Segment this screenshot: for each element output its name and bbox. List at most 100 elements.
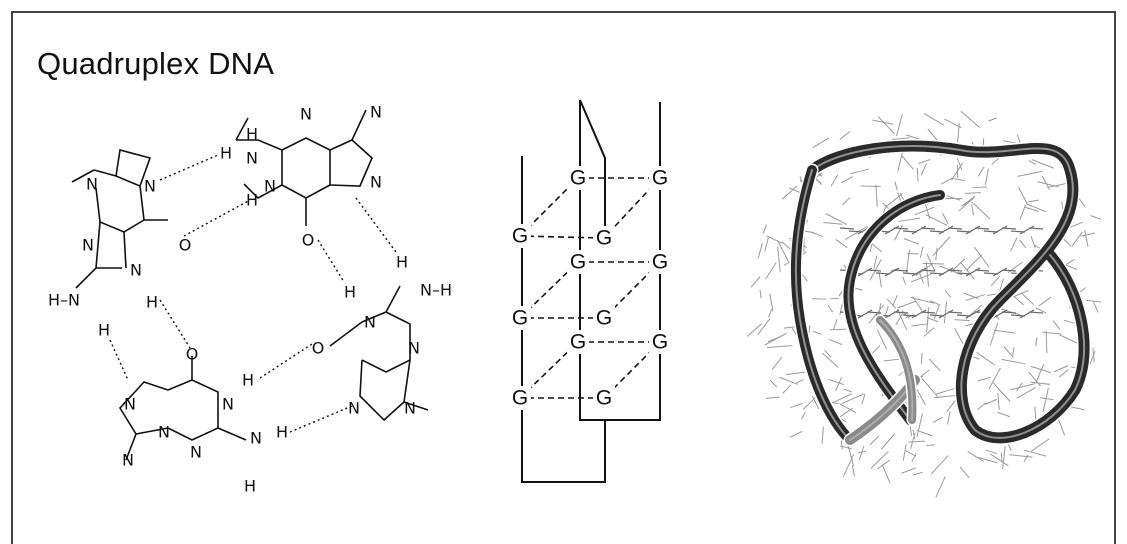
- stick: [1010, 237, 1018, 252]
- stick: [845, 225, 868, 241]
- tetrad-plane-stick: [911, 309, 927, 319]
- stick: [976, 351, 996, 366]
- g-bg: [649, 166, 671, 190]
- stick: [894, 224, 903, 241]
- stick: [895, 313, 903, 326]
- stick: [918, 159, 931, 164]
- tetrad-plane-stick: [884, 267, 900, 277]
- g-bg: [509, 306, 531, 330]
- stick: [972, 186, 988, 189]
- guanine-1-0: G: [570, 251, 586, 274]
- stick: [1086, 299, 1102, 303]
- stick: [779, 376, 798, 385]
- stick: [920, 352, 923, 365]
- ring-top-6: [281, 137, 331, 199]
- atom-label-7: H: [246, 191, 258, 210]
- stick: [930, 455, 949, 475]
- stick: [1002, 446, 1006, 470]
- figure-title: Quadruplex DNA: [37, 46, 275, 81]
- atom-label-10: N: [144, 177, 156, 196]
- stick: [1016, 387, 1036, 399]
- guanine-2-2: G: [596, 387, 612, 410]
- h-bond-7: [289, 405, 353, 433]
- stick: [911, 453, 917, 462]
- stick: [933, 304, 940, 320]
- stick: [766, 345, 793, 348]
- stick: [1010, 383, 1036, 391]
- stick: [912, 429, 916, 440]
- stick: [935, 476, 946, 498]
- tetrad-plane-stick: [938, 267, 954, 277]
- stick: [1009, 454, 1033, 458]
- stick: [769, 379, 778, 388]
- stick: [898, 217, 920, 222]
- hydrogen-bonds: [109, 154, 397, 433]
- stick: [977, 376, 992, 382]
- guanine-1-2: G: [596, 307, 612, 330]
- stick: [954, 328, 965, 346]
- ring-right-6: [361, 311, 411, 373]
- stick: [829, 339, 843, 345]
- g-bg: [567, 166, 589, 190]
- stick: [971, 201, 991, 220]
- atom-label-6: N: [264, 177, 276, 196]
- stick: [956, 123, 960, 146]
- stick: [977, 166, 985, 177]
- stick: [1023, 449, 1046, 457]
- guanine-0-3: G: [512, 225, 528, 248]
- stick: [1063, 319, 1075, 324]
- g-bg: [649, 250, 671, 274]
- atom-label-2: H: [220, 144, 232, 163]
- stick: [989, 453, 1009, 467]
- figure-frame: [11, 11, 1116, 544]
- tetrad-plane-stick: [1001, 311, 1017, 314]
- stick: [765, 396, 780, 399]
- stick: [871, 345, 881, 354]
- stick: [1053, 365, 1069, 373]
- g-bg: [649, 330, 671, 354]
- atom-label-17: H: [396, 253, 408, 272]
- stick: [905, 450, 917, 457]
- stick: [839, 403, 857, 414]
- atom-label-0: H: [246, 125, 258, 144]
- atom-label-9: N: [86, 175, 98, 194]
- tetrad-plane-stick: [893, 311, 909, 314]
- tetrad-plane-stick: [938, 309, 954, 319]
- stick: [830, 174, 839, 187]
- ribbon-highlight-0: [811, 145, 1086, 439]
- stick: [923, 113, 944, 126]
- stick: [768, 308, 773, 318]
- stick: [781, 241, 793, 251]
- stick: [767, 335, 783, 343]
- atom-label-23: N: [348, 399, 360, 418]
- stick: [1030, 236, 1036, 249]
- stick: [1028, 199, 1039, 203]
- stick: [960, 110, 981, 129]
- stick: [902, 276, 907, 285]
- g-bg: [593, 226, 615, 250]
- tetrad-plane-stick: [920, 269, 936, 272]
- stick: [842, 197, 851, 206]
- stick: [835, 239, 848, 249]
- stick: [757, 242, 763, 259]
- stick: [916, 429, 933, 437]
- tetrad-plane-stick: [1019, 309, 1035, 319]
- stick: [843, 388, 852, 393]
- stick: [812, 137, 830, 149]
- stick: [978, 456, 998, 464]
- stick: [840, 176, 853, 184]
- stick: [876, 329, 888, 350]
- atom-label-15: H: [146, 293, 158, 312]
- stick: [929, 300, 941, 306]
- tetrad-plane-stick: [992, 309, 1008, 319]
- stick: [1042, 331, 1062, 335]
- stick: [912, 471, 923, 476]
- covalent-bonds: [71, 109, 429, 461]
- stick: [901, 155, 914, 170]
- methyl-bottom: [125, 433, 137, 461]
- stick: [956, 158, 963, 171]
- stick: [825, 213, 848, 225]
